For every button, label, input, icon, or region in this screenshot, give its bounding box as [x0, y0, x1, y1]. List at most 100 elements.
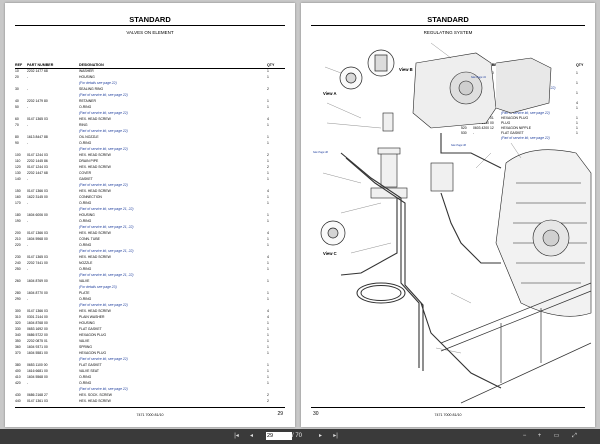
- cell-ref: 360: [15, 345, 21, 349]
- cell-qty: 2: [267, 165, 269, 169]
- see-page-ref: See Page 36: [451, 143, 467, 147]
- first-page-icon[interactable]: |◂: [234, 433, 239, 439]
- cell-part: 0147 1366 03: [27, 231, 48, 235]
- page-number: 30: [313, 411, 319, 417]
- view-b-label: View B: [399, 67, 413, 72]
- page-number-input[interactable]: [266, 432, 292, 440]
- valve-unit-drawing: [370, 112, 454, 199]
- cell-des: FLAT GASKET: [79, 363, 102, 367]
- cell-ref: 230: [15, 255, 21, 259]
- cell-part: 0147 1244 03: [27, 165, 48, 169]
- cell-part: -: [27, 297, 29, 301]
- cell-ref: 30: [15, 87, 19, 91]
- cell-ref: 370: [15, 351, 21, 355]
- col-ref: REF: [15, 63, 23, 67]
- cell-part: 1604 8768 00: [27, 321, 48, 325]
- cell-ref: 70: [15, 123, 19, 127]
- cell-des: FLAT GASKET: [79, 327, 102, 331]
- view-a-label: View A: [323, 91, 337, 96]
- cell-des: FLAT GASKET: [501, 131, 524, 135]
- cell-part: -: [27, 219, 29, 223]
- cell-ref: 430: [15, 393, 21, 397]
- cell-qty: 1: [267, 159, 269, 163]
- cell-part: -: [27, 105, 29, 109]
- cell-des: HOUSING: [79, 321, 95, 325]
- next-page-icon[interactable]: ▸: [318, 433, 322, 439]
- cell-des: RING: [79, 123, 88, 127]
- col-qty: QTY: [267, 63, 275, 67]
- cell-part: 1604 8769 00: [27, 279, 48, 283]
- zoom-in-icon[interactable]: +: [537, 433, 542, 439]
- footer-rule: [15, 407, 285, 408]
- cell-part: 2202 1445 86: [27, 159, 48, 163]
- cell-qty: 1: [267, 201, 269, 205]
- prev-page-icon[interactable]: ◂: [249, 433, 253, 439]
- cell-qty: 1: [267, 141, 269, 145]
- last-page-icon[interactable]: ▸|: [333, 433, 338, 439]
- cell-ref: 200: [15, 231, 21, 235]
- view-c-label: View C: [323, 251, 337, 256]
- cell-des: (Part of service kit, see page 22): [79, 183, 128, 187]
- cell-part: 0686 2168 27: [27, 393, 48, 397]
- fullscreen-icon[interactable]: ⤢: [572, 433, 577, 439]
- cell-part: 2202 1479 80: [27, 99, 48, 103]
- cell-des: COVER: [79, 171, 92, 175]
- cell-des: VALVE: [79, 279, 90, 283]
- cell-des: (For details see page 22): [79, 81, 117, 85]
- cell-ref: 120: [15, 165, 21, 169]
- cell-part: 0686 5722 00: [27, 333, 48, 337]
- section-title: VALVES ON ELEMENT: [126, 30, 174, 35]
- zoom-out-icon[interactable]: −: [522, 433, 527, 439]
- fit-page-icon[interactable]: ▭: [553, 433, 560, 439]
- cell-des: CONNECTION: [79, 195, 102, 199]
- cell-des: HOUSING: [79, 75, 95, 79]
- cell-ref: 400: [15, 369, 21, 373]
- table-row: (Part of service kit, see page 22): [301, 136, 595, 140]
- cell-part: 0603 4200 12: [473, 126, 494, 130]
- cell-qty: 1: [267, 75, 269, 79]
- compressor-element-drawing: [495, 149, 592, 317]
- cell-des: O-RING: [79, 201, 92, 205]
- cell-qty: 1: [267, 291, 269, 295]
- cell-des: HEX. HEAD SCREW: [79, 309, 111, 313]
- cell-qty: 1: [267, 105, 269, 109]
- cell-ref: 60: [15, 117, 19, 121]
- cell-des: HEXAGON PLUG: [501, 116, 529, 120]
- cell-ref: 190: [15, 219, 21, 223]
- footer-rule: [311, 407, 585, 408]
- cell-qty: 4: [267, 255, 269, 259]
- cell-part: -: [27, 201, 29, 205]
- cell-ref: 310: [15, 315, 21, 319]
- cell-qty: 1: [267, 267, 269, 271]
- table-row: (Part of service kit, see page 21, 22): [5, 273, 295, 277]
- cell-qty: 4: [267, 309, 269, 313]
- cell-des: PLUG: [501, 121, 511, 125]
- cell-qty: 1: [267, 351, 269, 355]
- frame-drawing: [440, 282, 592, 404]
- table-row: (Part of service kit, see page 22): [5, 357, 295, 361]
- cell-ref: 220: [15, 243, 21, 247]
- cell-ref: 80: [15, 135, 19, 139]
- cell-qty: 1: [267, 219, 269, 223]
- cell-part: 1613 8447 88: [27, 135, 48, 139]
- cell-part: -: [27, 267, 29, 271]
- cell-ref: 50: [15, 105, 19, 109]
- table-row: (Part of service kit, see page 21, 22): [5, 249, 295, 253]
- cell-qty: 2: [267, 87, 269, 91]
- cell-ref: 520: [461, 126, 467, 130]
- cell-qty: 1: [267, 195, 269, 199]
- cell-qty: 1: [267, 279, 269, 283]
- cell-des: RETAINER: [79, 99, 96, 103]
